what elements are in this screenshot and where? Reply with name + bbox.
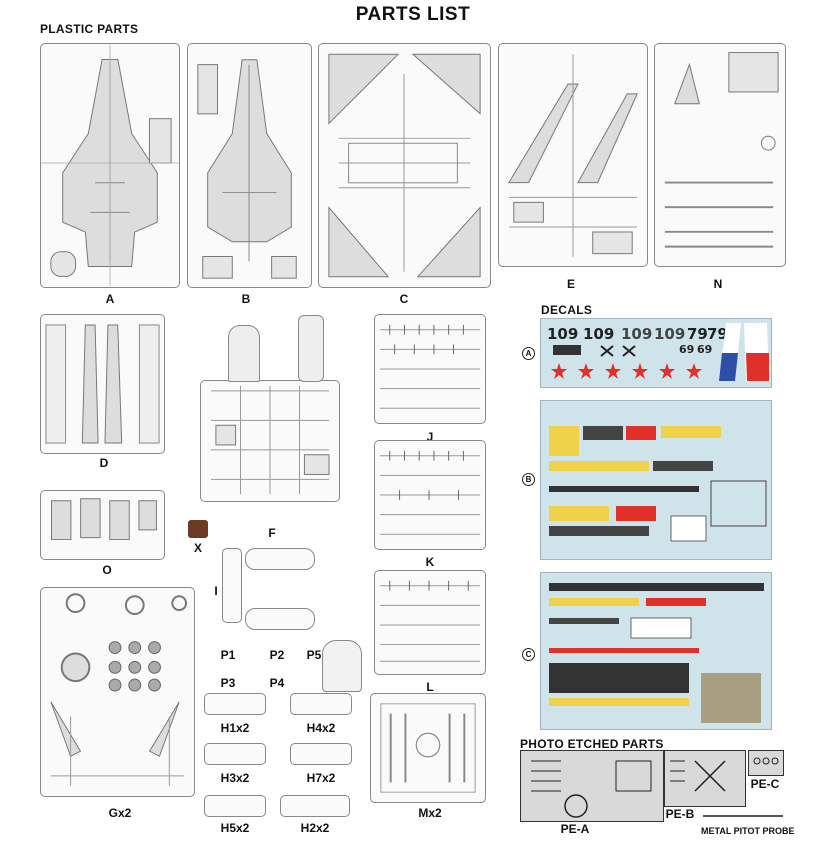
sprue-j-drawing [379,324,481,409]
page-title: PARTS LIST [355,4,471,25]
sprue-n-label: N [713,277,723,291]
sprue-i-label: I [214,584,218,598]
part-p3-label: P3 [220,676,236,690]
pe-b-fret [664,750,746,807]
sprue-m-drawing [380,703,476,793]
sprue-h1-frame [204,693,266,715]
sprue-h2-label: H2x2 [300,821,330,835]
decals-heading: DECALS [541,303,593,317]
sprue-x-label: X [193,541,202,555]
decal-sheet-b-art [549,426,767,542]
sprue-k-drawing [379,450,481,535]
sprue-e-label: E [566,277,575,291]
sprue-d-label: D [99,456,109,470]
sprue-c-label: C [399,292,409,306]
sprue-b-drawing [197,59,297,279]
decal-number-7: 69 [679,343,695,356]
decal-number-4: 109 [654,325,686,343]
sprue-h1-label: H1x2 [220,721,250,735]
metal-pitot-probe-label: METAL PITOT PROBE [701,826,795,836]
sprue-i-frame [222,548,242,623]
photo-etched-heading: PHOTO ETCHED PARTS [520,737,664,751]
sprue-g-frame [40,587,195,797]
decal-number-5: 79 [687,325,708,343]
decal-number-6: 79 [707,325,728,343]
sprue-g-label: Gx2 [108,806,132,820]
sprue-n-frame [654,43,786,267]
sprue-e-frame [498,43,648,267]
sprue-f-label: F [268,526,276,540]
sprue-h4-label: H4x2 [306,721,336,735]
sprue-a-drawing [41,44,179,287]
part-p1-label: P1 [220,648,236,662]
sprue-f-nose [298,315,324,382]
sprue-f-drawing [210,385,330,495]
sprue-o-label: O [102,563,112,577]
part-p5-label: P5 [306,648,322,662]
part-p4-label: P4 [269,676,285,690]
sprue-h3-label: H3x2 [220,771,250,785]
sprue-i-part-bottom [245,608,315,630]
sprue-f-canopy [228,325,260,382]
pe-b-fret-art [670,760,726,792]
sprue-h5-frame [204,795,266,817]
sprue-l-label: L [426,680,434,694]
pe-a-fret [520,750,664,822]
sprue-h3-frame [204,743,266,765]
sprue-h5-label: H5x2 [220,821,250,835]
sprue-j-label: J [426,430,434,444]
decal-sheet-a-art [551,323,769,381]
plastic-parts-heading: PLASTIC PARTS [40,22,139,36]
decal-number-2: 109 [583,325,615,343]
decal-number-8: 69 [697,343,713,356]
sprue-h2-frame [280,795,350,817]
sprue-d-drawing [45,324,160,444]
sprue-e-drawing [507,54,638,257]
decal-number-3: 109 [621,325,653,343]
sprue-h4-frame [290,693,352,715]
sprue-m-label: Mx2 [418,806,442,820]
pe-b-label: PE-B [665,807,695,821]
decal-sheet-c [540,572,772,730]
sprue-g-drawing [50,593,188,786]
sprue-c-drawing [328,53,481,278]
pe-c-label: PE-C [750,777,780,791]
sprue-x-part [188,520,208,538]
metal-pitot-probe-part [703,815,783,817]
pe-a-fret-art [531,760,652,818]
sprue-i-part-top [245,548,315,570]
sprue-k-frame [374,440,486,550]
sprue-l-drawing [379,580,481,662]
sprue-h7-label: H7x2 [306,771,336,785]
decal-number-1: 109 [547,325,579,343]
sprue-k-label: K [425,555,435,569]
part-p2-label: P2 [269,648,285,662]
sprue-b-frame [187,43,312,288]
sprue-a-frame [40,43,180,288]
pilot-figure [322,640,362,692]
sprue-j-frame [374,314,486,424]
sprue-m-frame [370,693,486,803]
sprue-f-frame [200,380,340,502]
sprue-a-label: A [105,292,115,306]
decal-sheet-c-marker: C [522,648,535,661]
sprue-d-frame [40,314,165,454]
sprue-o-frame [40,490,165,560]
pe-c-fret-art [753,757,779,765]
pe-a-label: PE-A [560,822,590,836]
decal-sheet-a-marker: A [522,347,535,360]
decal-sheet-b-marker: B [522,473,535,486]
sprue-l-frame [374,570,486,675]
decal-sheet-a: 109 109 109 109 79 79 69 69 [540,318,772,388]
decal-sheet-c-art [549,583,764,723]
sprue-b-label: B [241,292,251,306]
decal-sheet-b [540,400,772,560]
sprue-c-frame [318,43,491,288]
pe-c-fret [748,750,784,776]
sprue-n-drawing [664,52,779,248]
sprue-o-drawing [51,498,157,541]
sprue-h7-frame [290,743,352,765]
